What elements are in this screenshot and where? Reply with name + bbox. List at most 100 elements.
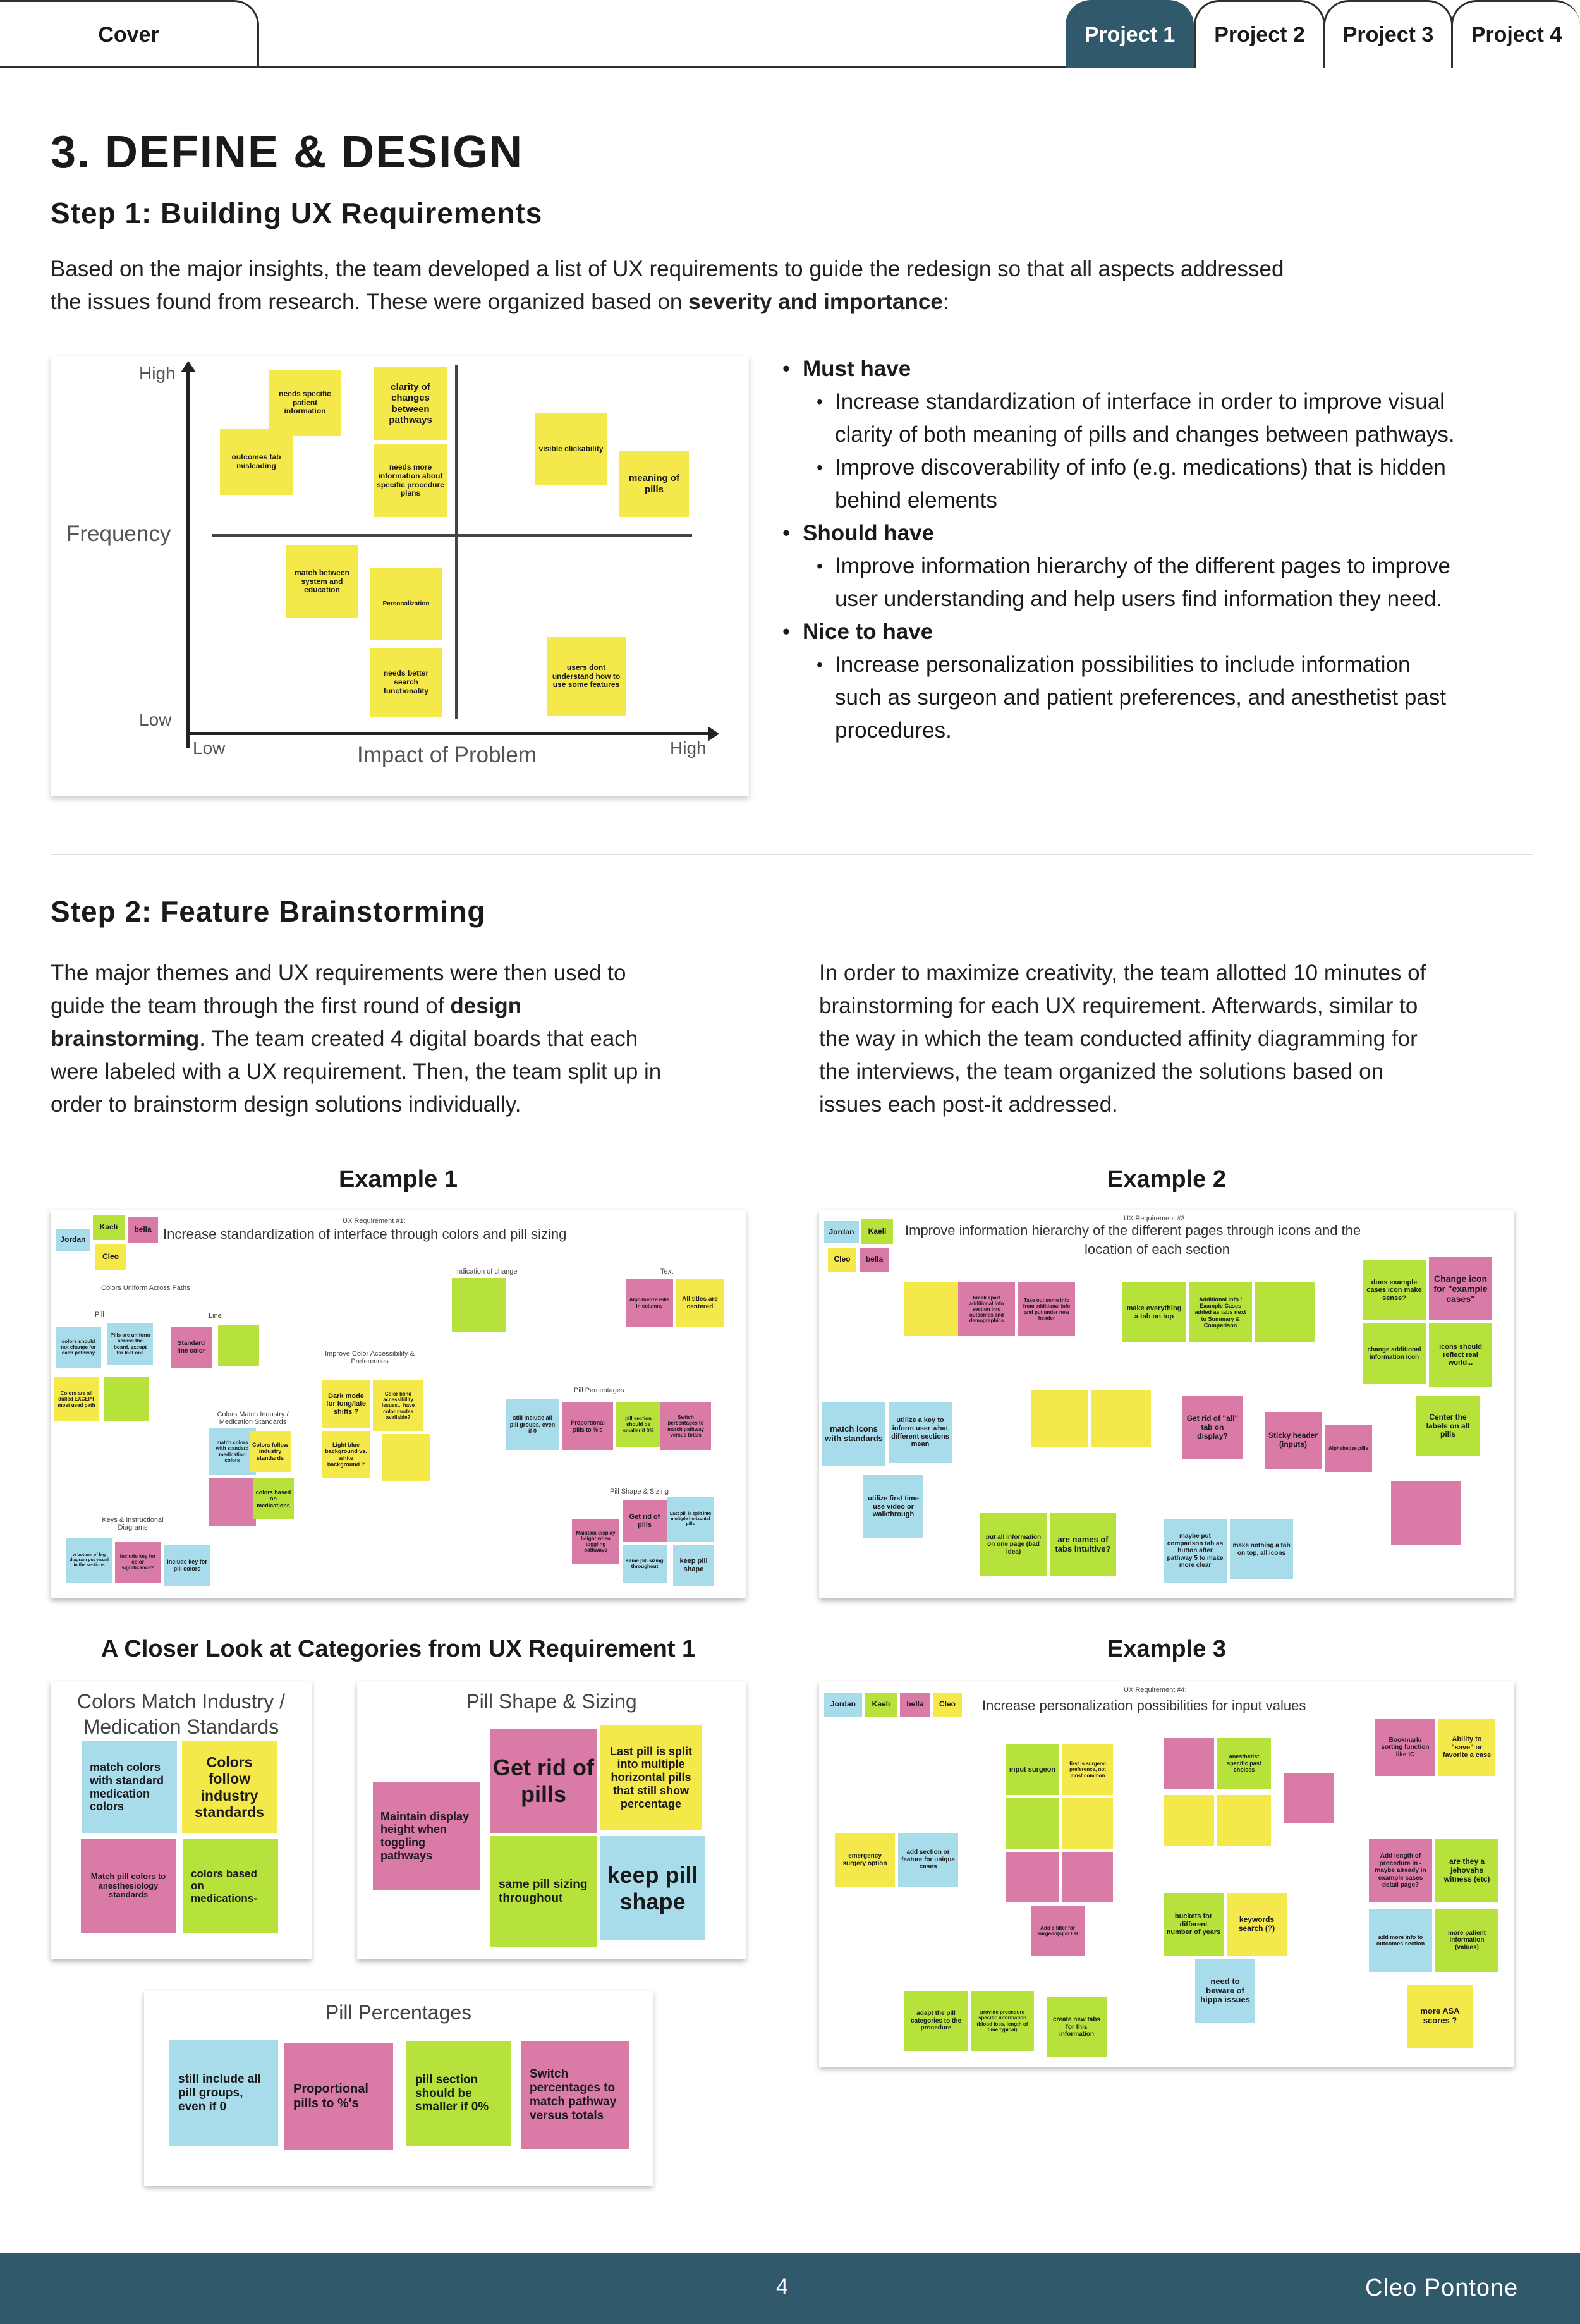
sticky-note: Get rid of pills: [490, 1729, 597, 1833]
sticky-note: [1391, 1481, 1461, 1545]
sticky-note: make nothing a tab on top, all icons: [1230, 1519, 1293, 1579]
sticky-note: change additional information icon: [1363, 1323, 1426, 1384]
sticky-note: Last pill is split into multiple horizon…: [667, 1497, 714, 1542]
sticky-note: input surgeon: [1006, 1744, 1059, 1795]
author-tag: bella: [900, 1693, 930, 1717]
sticky-note: Get rid of "all" tab on display?: [1182, 1396, 1243, 1459]
text-line: In order to maximize creativity, the tea…: [819, 961, 1426, 985]
sticky-note: Pills are uniform across the board, exce…: [107, 1323, 153, 1365]
sticky-note: does example cases icon make sense?: [1363, 1260, 1426, 1320]
author-tag: Jordan: [824, 1693, 862, 1717]
bullet-dot: •: [817, 655, 823, 674]
text-line: brainstorming. The team created 4 digita…: [51, 1026, 638, 1051]
text-line: brainstorming for each UX requirement. A…: [819, 994, 1418, 1018]
y-low-label: Low: [139, 710, 172, 729]
sticky-note: Light blue background vs. white backgrou…: [322, 1431, 370, 1478]
example-1-board: Jordan Kaeli bella Cleo UX Requirement #…: [51, 1210, 746, 1598]
sticky-note: users dont understand how to use some fe…: [547, 637, 626, 716]
quadrant-h-line: [212, 534, 692, 537]
author-tag: Jordan: [56, 1229, 90, 1251]
must-have-item: Improve discoverability of info (e.g. me…: [835, 455, 1446, 480]
sticky-note: [904, 1282, 958, 1336]
author-tag: Kaeli: [861, 1219, 893, 1244]
text-line: order to brainstorm design solutions ind…: [51, 1092, 521, 1117]
y-axis: [186, 368, 190, 748]
sticky-note: [209, 1478, 256, 1526]
sticky-note: break apart additional info section into…: [958, 1282, 1015, 1336]
y-high-label: High: [139, 363, 176, 383]
sticky-note: Switch percentages to match pathway vers…: [521, 2041, 629, 2149]
sticky-note: provide procedure specific information (…: [971, 1991, 1034, 2051]
example-3-board: Jordan Kaeli bella Cleo UX Requirement #…: [819, 1681, 1514, 2067]
sticky-note: [1284, 1773, 1334, 1823]
category-label: Colors Match Industry / Medication Stand…: [217, 1411, 289, 1426]
pill-shape-card: Pill Shape & Sizing Get rid of pills Las…: [357, 1681, 746, 1959]
sticky-note: match colors with standard medication co…: [209, 1428, 256, 1475]
nice-to-have-label: Nice to have: [803, 619, 933, 644]
text-line: issues each post-it addressed.: [819, 1092, 1118, 1117]
should-have-label: Should have: [803, 521, 935, 545]
frequency-label: Frequency: [66, 521, 171, 546]
sticky-note: Center the labels on all pills: [1416, 1396, 1480, 1456]
section-divider: [51, 854, 1533, 855]
colors-match-card: Colors Match Industry / Medication Stand…: [51, 1681, 312, 1959]
sticky-note: are they a jehovahs witness (etc): [1435, 1839, 1498, 1902]
sticky-note: colors should not change for each pathwa…: [56, 1327, 101, 1368]
pill-percentages-card: Pill Percentages still include all pill …: [144, 1991, 653, 2186]
example-3-label: Example 3: [1107, 1636, 1226, 1662]
sticky-note: need to beware of hippa issues: [1195, 1959, 1255, 2023]
sticky-note: Alphabetize pills: [1325, 1425, 1372, 1472]
sticky-note: are names of tabs intuitive?: [1050, 1513, 1116, 1576]
sticky-note: first is surgeon preference, not most co…: [1062, 1744, 1113, 1795]
sticky-note: [1006, 1798, 1059, 1849]
card-title: Pill Percentages: [325, 2001, 472, 2024]
sticky-note: Maintain display height when toggling pa…: [373, 1782, 480, 1890]
sticky-note: Match pill colors to anesthesiology stan…: [81, 1839, 176, 1933]
card-title: Pill Shape & Sizing: [466, 1690, 637, 1713]
tab-project-1[interactable]: Project 1: [1066, 0, 1194, 68]
sticky-note: match icons with standards: [822, 1402, 885, 1466]
closer-look-heading: A Closer Look at Categories from UX Requ…: [100, 1636, 696, 1662]
must-have-item: Increase standardization of interface in…: [835, 389, 1445, 414]
board-title: Increase standardization of interface th…: [163, 1226, 567, 1242]
step1-heading: Step 1: Building UX Requirements: [51, 197, 543, 229]
text-line: The major themes and UX requirements wer…: [51, 961, 626, 985]
sticky-note: [1091, 1390, 1151, 1447]
sticky-note: pill section should be smaller if 0%: [616, 1402, 660, 1447]
sticky-note: Colors follow industry standards: [250, 1431, 291, 1472]
step2-heading: Step 2: Feature Brainstorming: [51, 895, 486, 928]
sticky-note: Add a filter for surgeon(s) in list: [1031, 1906, 1085, 1956]
sticky-note: utilize first time use video or walkthro…: [863, 1475, 923, 1538]
sticky-note: Additional Info / Example Cases added as…: [1189, 1282, 1252, 1342]
intro-bold: severity and importance: [688, 289, 943, 314]
sticky-note: needs more information about specific pr…: [374, 444, 447, 517]
sticky-note: [1006, 1852, 1059, 1902]
quadrant-v-line: [455, 365, 458, 719]
author-name: Cleo Pontone: [1365, 2275, 1519, 2301]
sticky-note: adapt the pill categories to the procedu…: [904, 1991, 968, 2051]
sticky-note: add section or feature for unique cases: [898, 1833, 958, 1887]
tab-project-2[interactable]: Project 2: [1194, 0, 1325, 68]
sticky-note: visible clickability: [535, 413, 607, 485]
intro-line-2: the issues found from research. These we…: [51, 289, 949, 314]
board-title: Improve information hierarchy of the dif…: [905, 1222, 1361, 1238]
sticky-note: clarity of changes between pathways: [374, 367, 447, 440]
text-line: the way in which the team conducted affi…: [819, 1026, 1418, 1051]
bullet-dot: •: [817, 458, 823, 477]
requirement-number: UX Requirement #1:: [343, 1217, 406, 1225]
text-line: the interviews, the team organized the s…: [819, 1059, 1384, 1084]
sticky-note: icons should reflect real world...: [1429, 1323, 1492, 1387]
sticky-note: Colors are all dulled EXCEPT most used p…: [54, 1377, 99, 1421]
card-title: Colors Match Industry /: [77, 1690, 285, 1713]
category-label: Pill Shape & Sizing: [610, 1488, 669, 1495]
bullet-dot: •: [817, 556, 823, 576]
tab-project-3[interactable]: Project 3: [1323, 0, 1453, 68]
sticky-note: still include all pill groups, even if 0: [169, 2040, 278, 2146]
sticky-note: needs better search functionality: [370, 648, 442, 717]
board-title: Increase personalization possibilities f…: [982, 1698, 1306, 1713]
sticky-note: [1031, 1390, 1088, 1447]
sticky-note: Last pill is split into multiple horizon…: [600, 1725, 702, 1830]
tab-cover[interactable]: Cover: [0, 0, 259, 68]
tab-project-4[interactable]: Project 4: [1451, 0, 1580, 68]
sticky-note: [1255, 1282, 1315, 1342]
